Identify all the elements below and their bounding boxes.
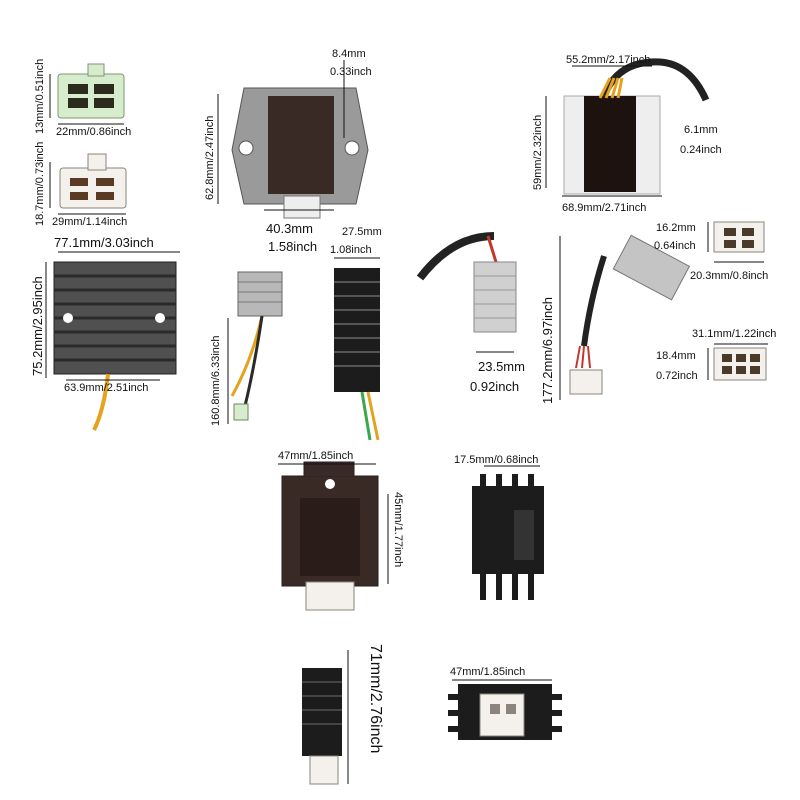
reg9-depth-label: 17.5mm/0.68inch	[454, 454, 539, 466]
regulator-7	[569, 234, 691, 395]
reg2-top-label: 55.2mm/2.17inch	[566, 54, 651, 66]
conn-c-label-b: 0.64inch	[654, 240, 696, 252]
regulator-9	[472, 474, 544, 600]
regulator-6	[416, 232, 517, 333]
regulator-10	[302, 668, 342, 785]
reg4-length-label: 160.8mm/6.33inch	[210, 335, 222, 427]
reg6-width-label-a: 23.5mm	[478, 359, 525, 374]
reg1-hole-label-b: 0.33inch	[330, 66, 372, 78]
conn-d-label-b: 0.72inch	[656, 370, 698, 382]
connector-d	[713, 347, 767, 381]
connector-a-green	[57, 63, 125, 119]
reg2-width-label: 68.9mm/2.71inch	[562, 202, 647, 214]
reg1-hole-label-a: 8.4mm	[332, 48, 366, 60]
reg11-width-label: 47mm/1.85inch	[450, 666, 526, 678]
conn-c-width-label: 20.3mm/0.8inch	[690, 270, 769, 282]
reg2-side-label-b: 0.24inch	[680, 144, 722, 156]
regulator-3	[53, 261, 177, 431]
reg7-length-label: 177.2mm/6.97inch	[540, 297, 555, 404]
reg1-height-label: 62.8mm/2.47inch	[204, 115, 216, 200]
conn-b-width-label: 29mm/1.14inch	[52, 216, 128, 228]
regulator-1	[231, 87, 369, 219]
connector-c	[713, 221, 765, 253]
conn-b-height-label: 18.7mm/0.73inch	[34, 141, 46, 226]
conn-c-label-a: 16.2mm	[656, 222, 696, 234]
conn-a-height-label: 13mm/0.51inch	[34, 58, 46, 134]
regulator-2	[563, 58, 710, 195]
reg5-depth-label-a: 27.5mm	[342, 226, 382, 238]
reg3-width-label: 77.1mm/3.03inch	[54, 235, 154, 250]
conn-a-width-label: 22mm/0.86inch	[56, 126, 132, 138]
reg1-width-label-a: 40.3mm	[266, 221, 313, 236]
regulator-5	[334, 268, 380, 441]
reg8-height-label: 45mm/1.77inch	[392, 492, 404, 568]
reg2-side-label-a: 6.1mm	[684, 124, 718, 136]
reg3-height-label: 75.2mm/2.95inch	[30, 276, 45, 376]
regulator-8	[281, 461, 379, 611]
conn-d-label-a: 18.4mm	[656, 350, 696, 362]
reg6-width-label-b: 0.92inch	[470, 379, 520, 394]
reg2-height-label: 59mm/2.32inch	[532, 114, 544, 190]
reg3-hole-label: 63.9mm/2.51inch	[64, 382, 149, 394]
regulator-4	[230, 271, 283, 421]
reg10-height-label: 71mm/2.76inch	[367, 644, 384, 754]
reg8-width-label: 47mm/1.85inch	[278, 450, 354, 462]
reg1-width-label-b: 1.58inch	[268, 239, 318, 254]
reg5-depth-label-b: 1.08inch	[330, 244, 372, 256]
conn-d-width-label: 31.1mm/1.22inch	[692, 328, 777, 340]
regulator-11	[448, 684, 562, 740]
connector-b-white	[59, 153, 127, 209]
